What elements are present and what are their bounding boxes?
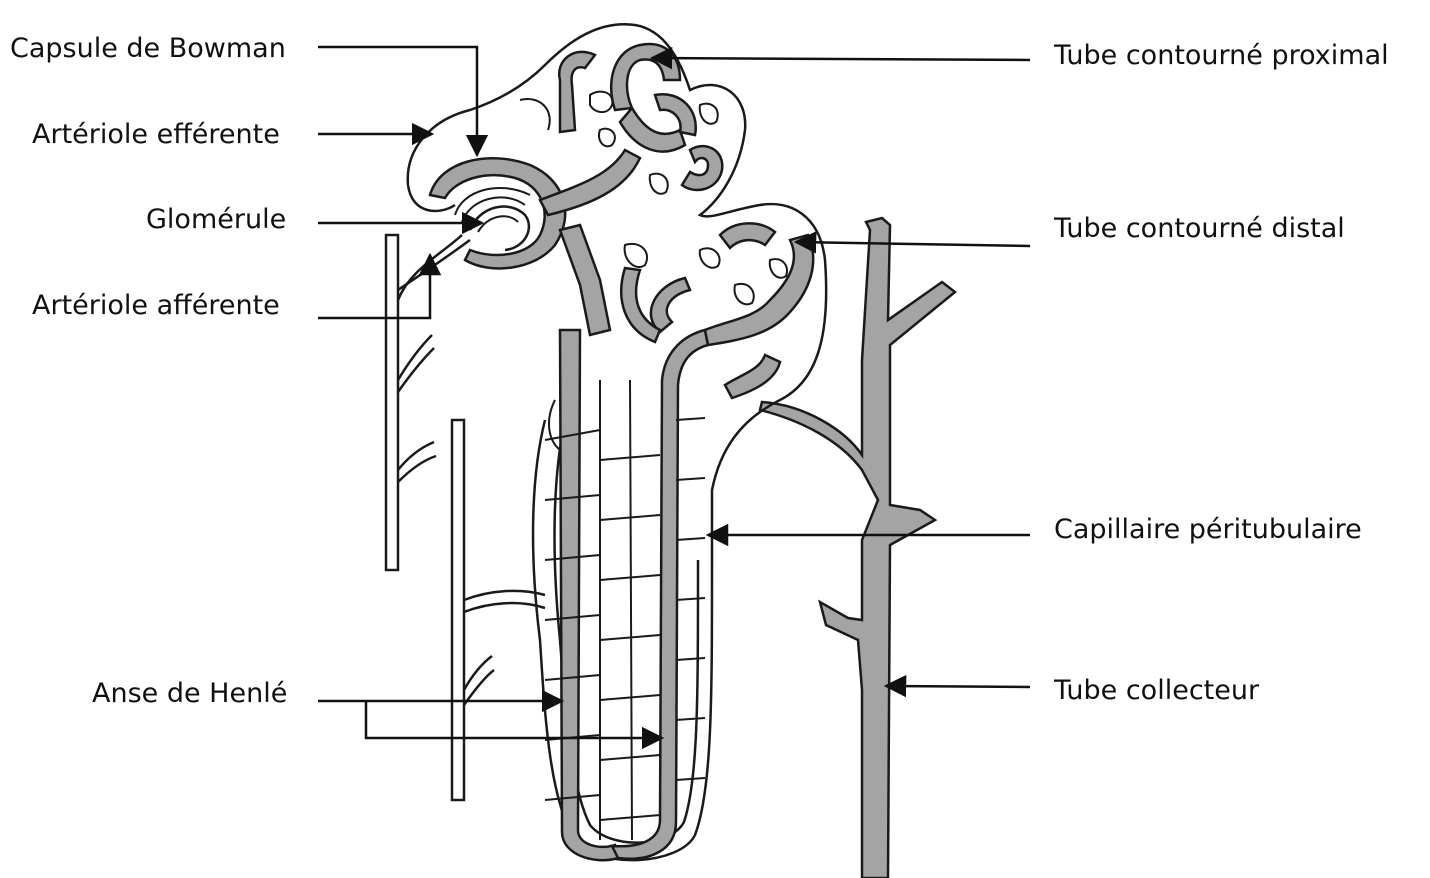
label-proximal-tubule-text: Tube contourné proximal <box>1053 40 1389 71</box>
leader-collecting-duct <box>886 686 1030 687</box>
label-proximal-tubule: Tube contourné proximal <box>652 40 1389 71</box>
label-distal-tubule-text: Tube contourné distal <box>1053 213 1345 244</box>
collecting-duct <box>760 218 955 878</box>
side-vessels <box>386 235 545 800</box>
distal-tubule <box>621 223 813 398</box>
label-afferent-arteriole: Artériole afférente <box>32 255 430 321</box>
leader-afferent-arteriole <box>318 255 430 318</box>
label-efferent-arteriole-text: Artériole efférente <box>32 119 280 150</box>
leader-loop-of-henle-b <box>366 701 662 738</box>
leader-bowman-capsule <box>318 47 477 155</box>
leader-proximal-tubule <box>652 58 1030 60</box>
label-glomerulus-text: Glomérule <box>146 204 286 235</box>
label-peritubular-capillary: Capillaire péritubulaire <box>708 514 1362 545</box>
label-efferent-arteriole: Artériole efférente <box>32 119 432 150</box>
loop-descending-limb <box>560 330 618 860</box>
glomerulus <box>430 158 565 268</box>
label-bowman-capsule-text: Capsule de Bowman <box>10 33 286 64</box>
label-glomerulus: Glomérule <box>146 204 482 235</box>
label-peritubular-capillary-text: Capillaire péritubulaire <box>1054 514 1362 545</box>
label-loop-of-henle-text: Anse de Henlé <box>92 678 287 709</box>
label-collecting-duct: Tube collecteur <box>886 675 1260 706</box>
leader-distal-tubule <box>796 242 1030 246</box>
label-afferent-arteriole-text: Artériole afférente <box>32 290 280 321</box>
capillary-network-outline <box>408 24 826 860</box>
label-collecting-duct-text: Tube collecteur <box>1053 675 1260 706</box>
